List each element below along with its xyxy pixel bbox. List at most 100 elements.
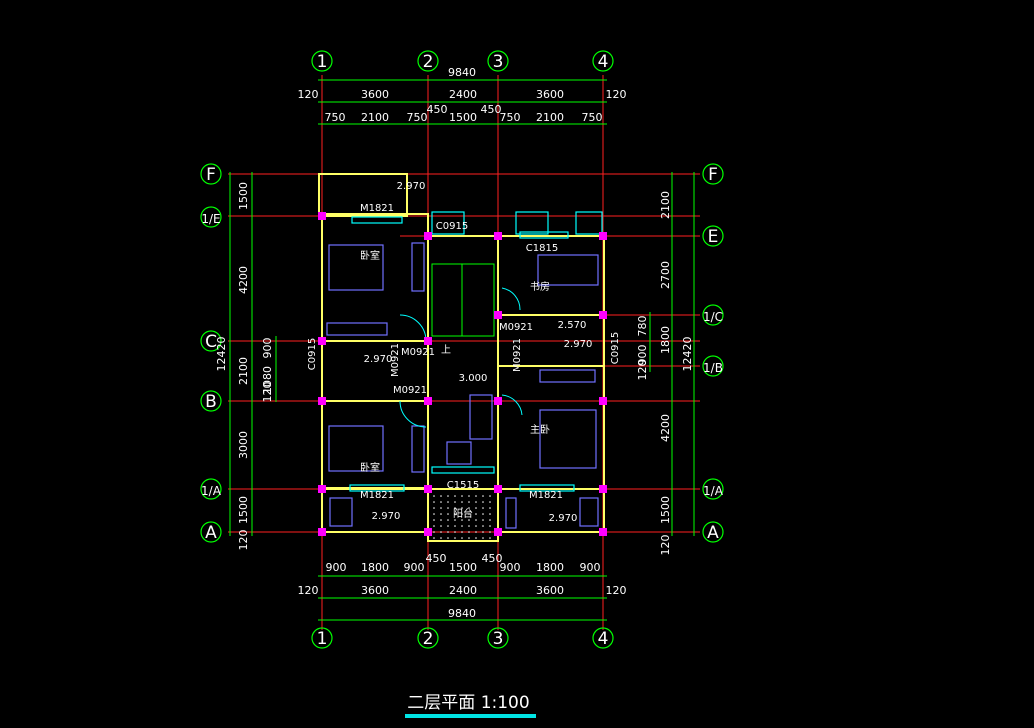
balcony-dot — [468, 537, 470, 539]
dim-right-outer-3: 4200 — [659, 414, 672, 442]
axis-right-4-circle — [702, 478, 724, 500]
balcony-dot — [433, 501, 435, 503]
dim-bottom-row1-7: 1800 — [536, 561, 564, 574]
axis-top-2-label: 3 — [493, 52, 504, 72]
label-m1821_bl: M1821 — [360, 490, 394, 501]
axis-left-5-label: A — [205, 523, 217, 543]
label-m0921_c: M0921 — [499, 322, 533, 333]
axis-left-0-label: F — [206, 165, 216, 185]
balcony-dot — [447, 531, 449, 533]
column-4 — [318, 337, 326, 345]
dim-bottom-row2-2: 2400 — [449, 584, 477, 597]
column-6 — [494, 311, 502, 319]
title-underline — [405, 714, 536, 718]
balcony-dot — [461, 531, 463, 533]
dim-top-row3-6: 750 — [500, 111, 521, 124]
label-m1821_top: M1821 — [360, 203, 394, 214]
label-c1815: C1815 — [526, 243, 558, 254]
axis-bottom-0-label: 1 — [317, 629, 328, 649]
label-stair_up: 上 — [441, 344, 451, 356]
drawing-title: 二层平面 1:100 — [407, 693, 530, 713]
axis-top-0-label: 1 — [317, 52, 328, 72]
dim-bottom-row2-4: 120 — [606, 584, 627, 597]
label-study: 书房 — [530, 280, 550, 293]
column-10 — [494, 397, 502, 405]
axis-top-1-label: 2 — [423, 52, 434, 72]
axis-right-1-label: E — [708, 227, 719, 247]
balcony-dot — [461, 537, 463, 539]
column-0 — [318, 212, 326, 220]
balcony-dot — [482, 537, 484, 539]
balcony-dot — [468, 531, 470, 533]
balcony-dot — [454, 507, 456, 509]
balcony-dot — [475, 513, 477, 515]
dim-right-window: C0915 — [610, 332, 621, 364]
dim-top-row2-1: 3600 — [361, 88, 389, 101]
balcony-dot — [475, 507, 477, 509]
balcony-dot — [447, 501, 449, 503]
label-bedroom1: 卧室 — [360, 249, 380, 262]
balcony-dot — [475, 537, 477, 539]
staircase — [431, 263, 495, 337]
dim-left-inner-2: 120 — [261, 382, 274, 403]
dim-top-row2-3: 3600 — [536, 88, 564, 101]
balcony-dot — [489, 507, 491, 509]
balcony-dot — [454, 525, 456, 527]
axis-bottom-1-circle — [417, 627, 439, 649]
axis-left-1-circle — [200, 206, 222, 228]
label-elev_top: 2.970 — [397, 181, 426, 192]
axis-top-1-circle — [417, 50, 439, 72]
balcony-dot — [468, 501, 470, 503]
balcony-dot — [468, 513, 470, 515]
axis-bottom-2-circle — [487, 627, 509, 649]
label-elev_wc_r1: 2.570 — [558, 320, 587, 331]
balcony-dot — [433, 537, 435, 539]
column-7 — [599, 311, 607, 319]
balcony-dot — [461, 501, 463, 503]
balcony-dot — [489, 519, 491, 521]
balcony-dot — [489, 525, 491, 527]
dim-top-row3-0: 750 — [325, 111, 346, 124]
axis-bottom-1-label: 2 — [423, 629, 434, 649]
axis-right-3-label: 1/B — [703, 361, 723, 375]
label-master: 主卧 — [530, 423, 550, 436]
balcony-dot — [433, 513, 435, 515]
balcony-dot — [461, 525, 463, 527]
balcony-dot — [447, 537, 449, 539]
axis-right-2-label: 1/C — [703, 310, 723, 324]
axis-grid-lines — [228, 75, 700, 630]
dim-right-outer-1: 2700 — [659, 261, 672, 289]
balcony-dot — [461, 495, 463, 497]
axis-left-1-label: 1/E — [201, 212, 220, 226]
dim-left-outer-1: 4200 — [237, 266, 250, 294]
balcony-dot — [475, 495, 477, 497]
balcony-dot — [433, 495, 435, 497]
column-16 — [318, 528, 326, 536]
dim-top-row2-2: 2400 — [449, 88, 477, 101]
dimension-lines — [229, 79, 695, 621]
dim-right-inner-1: 900 — [636, 345, 649, 366]
balcony-dot — [440, 507, 442, 509]
column-9 — [424, 397, 432, 405]
balcony-tiles — [433, 495, 491, 539]
balcony-dot — [489, 495, 491, 497]
axis-right-5-label: A — [707, 523, 719, 543]
balcony-dot — [447, 507, 449, 509]
balcony-dot — [489, 531, 491, 533]
balcony-dot — [468, 495, 470, 497]
balcony-dot — [454, 495, 456, 497]
label-m0921_b: M0921 — [393, 385, 427, 396]
furniture — [326, 242, 599, 529]
dim-bottom-row1-3: 450 — [426, 552, 447, 565]
label-elev_br: 2.970 — [549, 513, 578, 524]
label-m0921_d: M0921 — [390, 343, 401, 377]
balcony-dot — [461, 507, 463, 509]
balcony-dot — [454, 513, 456, 515]
axis-left-3-label: B — [205, 392, 217, 412]
balcony-dot — [454, 531, 456, 533]
dim-right-outer-5: 120 — [659, 535, 672, 556]
column-19 — [494, 528, 502, 536]
axis-top-2-circle — [487, 50, 509, 72]
dim-left-outer-2: 2100 — [237, 357, 250, 385]
